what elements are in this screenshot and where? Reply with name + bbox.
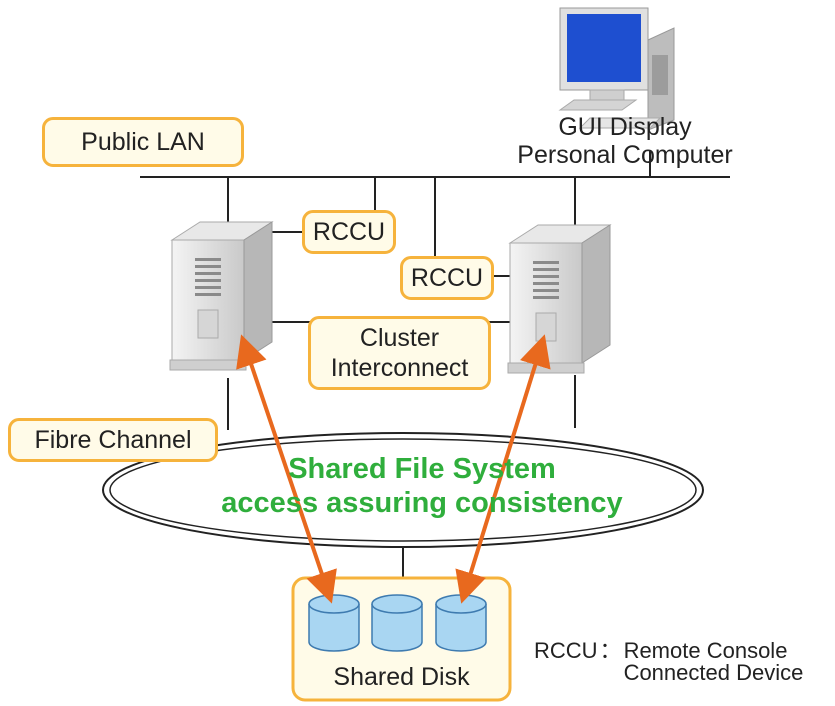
fibre-channel-ring (102, 432, 704, 548)
fibre-channel-drops (227, 375, 576, 578)
rccu-left-label: RCCU (302, 210, 396, 254)
shared-fs-line2: access assuring consistency (221, 487, 623, 519)
personal-computer-icon (558, 7, 675, 131)
shared-fs-line1: Shared File System (288, 453, 556, 485)
public-lan-label: Public LAN (42, 117, 244, 167)
server-right-icon (507, 224, 612, 374)
legend-term: RCCU (534, 638, 598, 663)
gui-display-line2: Personal Computer (517, 141, 733, 169)
access-arrows (236, 334, 551, 604)
server-left-icon (169, 221, 274, 371)
cluster-line1: Cluster (359, 324, 440, 352)
legend-definition-line2: Connected Device (623, 660, 804, 685)
legend-separator: ： (599, 638, 622, 663)
legend-definition-line1: Remote Console (623, 638, 788, 663)
cluster-line2: Interconnect (330, 354, 469, 382)
shared-file-system-text: Shared File System access assuring consi… (212, 452, 632, 520)
gui-display-label: GUI Display Personal Computer (490, 113, 760, 169)
gui-display-line1: GUI Display (558, 113, 692, 141)
rccu-right-label: RCCU (400, 256, 494, 300)
shared-disk-label: Shared Disk (333, 663, 470, 691)
cluster-interconnect-label: Cluster Interconnect (308, 316, 491, 390)
fibre-channel-label: Fibre Channel (8, 418, 218, 462)
shared-disk-icon (291, 576, 512, 702)
rccu-legend: RCCU： Remote Console Connected Device (534, 640, 803, 684)
